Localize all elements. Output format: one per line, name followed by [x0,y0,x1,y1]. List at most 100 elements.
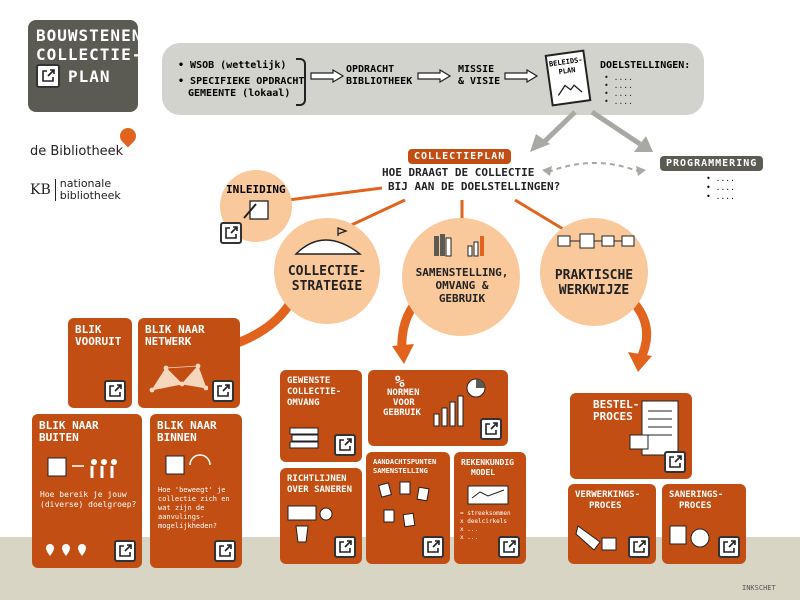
flowchart-icon [557,233,635,249]
tile-aandacht-line-2: SAMENSTELLING [373,467,428,475]
external-link-icon[interactable] [480,418,502,440]
samenstelling-circle[interactable] [402,218,520,336]
rekenkundig-note-3: x ... [460,526,479,533]
blik-binnen-note-3: wat zijn de [158,504,205,512]
tile-blik-vooruit-line-1: BLIK [75,323,102,336]
inleiding-label: INLEIDING [226,183,286,196]
prog-item: • .... [706,174,735,183]
book-people-icon [47,457,117,478]
signature: INKSCHET [742,584,776,592]
tile-blik-binnen[interactable]: BLIK NAAR BINNEN Hoe 'beweegt' je collec… [150,414,242,568]
books-chart-icon [434,234,484,257]
tile-verwerkings-line-1: VERWERKINGS- [575,490,641,500]
tile-rekenkundig-line-2: MODEL [471,468,496,477]
tile-rekenkundig-line-1: REKENKUNDIG [461,458,514,467]
goal-item: • .... [604,89,633,98]
tile-blik-buiten-line-1: BLIK NAAR [39,419,99,432]
external-link-icon[interactable] [664,451,686,473]
external-link-icon[interactable] [334,434,356,456]
bracket [296,58,306,106]
external-link-icon[interactable] [36,64,60,88]
bullet-1: WSOB (wettelijk) [190,60,287,71]
tile-richtlijnen-line-2: OVER SANEREN [287,485,353,495]
tile-normen-line-3: GEBRUIK [383,408,421,418]
rekenkundig-note-1: = streeksommen [460,510,511,517]
step2-a: MISSIE [458,64,495,75]
mountain-flag-icon [294,227,363,255]
strategie-circle[interactable] [274,218,380,324]
tile-normen-line-1: NORMEN [387,388,420,398]
book-stack-icon [289,427,319,449]
external-link-icon[interactable] [214,540,236,562]
blik-binnen-note-2: collectie zich en [158,495,230,503]
tile-blik-netwerk[interactable]: BLIK NAAR NETWERK [138,318,240,408]
bullet-list: • WSOB (wettelijk) • SPECIFIEKE OPDRACHT… [178,60,305,99]
arrow-right-icon [417,69,451,83]
blik-binnen-note-4: aanvulings- [158,513,205,521]
external-link-icon[interactable] [114,540,136,562]
samenstelling-label: SAMENSTELLING, OMVANG & GEBRUIK [408,266,516,305]
tile-richtlijnen-line-1: RICHTLIJNEN [287,474,347,484]
external-link-icon[interactable] [718,536,740,558]
external-link-icon[interactable] [422,536,444,558]
goals-label: DOELSTELLINGEN: [600,60,691,71]
book-cycle-icon [165,454,211,475]
goals-list: • .... • .... • .... • .... [604,74,633,106]
discard-books-icon [669,525,710,548]
tile-bestelproces[interactable]: BESTEL- PROCES [570,393,692,479]
tile-aandacht-line-1: AANDACHTSPUNTEN [373,458,437,466]
tile-verwerkingsproces[interactable]: VERWERKINGS- PROCES [568,484,656,564]
tile-sanerings-line-2: PROCES [679,501,712,511]
title-box: BOUWSTENEN COLLECTIE- PLAN [28,20,143,112]
step-opdracht: OPDRACHT BIBLIOTHEEK [346,64,412,88]
external-link-icon[interactable] [498,536,520,558]
map-pin-icon [46,544,86,556]
chart-icon [433,378,486,427]
order-form-icon [629,400,679,456]
title-line-1: BOUWSTENEN [36,26,143,45]
external-link-icon[interactable] [334,536,356,558]
external-link-icon[interactable] [628,536,650,558]
prog-item: • .... [706,192,735,201]
tile-blik-binnen-line-1: BLIK NAAR [157,419,217,432]
programmering-badge: PROGRAMMERING [660,156,764,171]
document-pen-icon [243,200,269,220]
gray-arrows [530,110,653,152]
samenstelling-line-3: GEBRUIK [438,292,486,305]
strategie-label: COLLECTIE- STRATEGIE [282,264,372,294]
scanner-icon [575,525,617,551]
external-link-icon[interactable] [212,380,234,402]
tile-bestel-line-1: BESTEL- [593,398,640,411]
question-line-1: HOE DRAAGT DE COLLECTIE [382,166,535,179]
tile-normen-line-2: VOOR [393,398,415,408]
logo-bibliotheek-text: de Bibliotheek [30,144,124,159]
blik-binnen-note: Hoe 'beweegt' je collectie zich en wat z… [158,486,230,531]
tile-saneringsproces[interactable]: SANERINGS- PROCES [662,484,746,564]
tile-gewenste-omvang[interactable]: GEWENSTE COLLECTIE- OMVANG [280,370,362,462]
blik-buiten-note-1: Hoe bereik je jouw [40,490,127,499]
calculator-screen-icon [467,485,509,505]
tile-blik-buiten-line-2: BUITEN [39,431,79,444]
tile-rekenkundig-model[interactable]: REKENKUNDIG MODEL = streeksommen x deelc… [454,452,526,564]
kb-prefix: KB [30,182,51,198]
tile-normen-gebruik[interactable]: % NORMEN VOOR GEBRUIK [368,370,508,446]
tile-aandachtspunten[interactable]: AANDACHTSPUNTEN SAMENSTELLING [366,452,450,564]
rekenkundig-note: = streeksommen x deelcirkels x ... x ... [460,510,511,542]
tile-richtlijnen[interactable]: RICHTLIJNEN OVER SANEREN [280,468,362,564]
tile-blik-vooruit[interactable]: BLIK VOORUIT [68,318,132,408]
external-link-icon[interactable] [220,222,242,244]
tile-blik-buiten[interactable]: BLIK NAAR BUITEN Hoe bereik je jouw (div… [32,414,142,568]
programmering-list: • .... • .... • .... [706,174,735,201]
bullet-2b: GEMEENTE (lokaal) [188,88,291,99]
rekenkundig-note-4: x ... [460,534,479,541]
blik-buiten-note: Hoe bereik je jouw (diverse) doelgroep? [40,490,136,510]
tile-blik-binnen-line-2: BINNEN [157,431,197,444]
rekenkundig-note-2: x deelcirkels [460,518,507,525]
strategie-line-1: COLLECTIE- [287,264,367,279]
bullet-2a: SPECIFIEKE OPDRACHT [190,76,305,87]
shelf-trash-icon [287,505,333,543]
prog-item: • .... [706,183,735,192]
external-link-icon[interactable] [104,380,126,402]
title-line-3: PLAN [68,66,111,86]
tile-gewenste-line-2: COLLECTIE- [287,387,342,397]
